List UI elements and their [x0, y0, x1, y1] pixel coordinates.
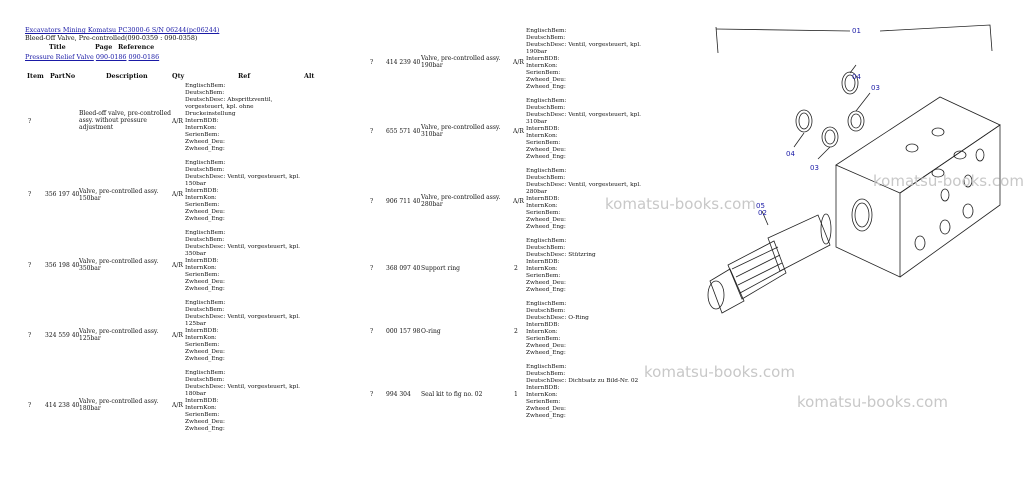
- row-info: EnglischBem:DeutschBem: DeutschDesc: Ven…: [185, 370, 301, 432]
- row-info: EnglischBem:DeutschBem: DeutschDesc: Dic…: [526, 364, 639, 419]
- ref-cell: A/R: [513, 198, 524, 205]
- row-info: EnglischBem:DeutschBem: DeutschDesc: O-R…: [526, 301, 589, 356]
- row-info: EnglischBem:DeutschBem: DeutschDesc: Stü…: [526, 238, 596, 293]
- description-cell: O-ring: [421, 328, 441, 335]
- link-pressure-relief-valve[interactable]: Pressure Relief Valve: [25, 53, 94, 61]
- item-cell: ?: [28, 332, 32, 339]
- item-cell: ?: [28, 118, 32, 125]
- watermark: komatsu-books.com: [797, 393, 948, 411]
- description-cell: Valve, pre-controlled assy. 350bar: [79, 258, 159, 272]
- col-description: Description: [106, 72, 148, 80]
- qty-cell: 1: [514, 391, 518, 398]
- item-cell: ?: [370, 391, 374, 398]
- col-partno: PartNo: [50, 72, 76, 80]
- callout-03-left: 03: [810, 164, 819, 172]
- col-item: Item: [27, 72, 44, 80]
- row-info: EnglischBem:DeutschBem: DeutschDesc: Ven…: [526, 168, 642, 230]
- col-alt: Alt: [304, 72, 315, 80]
- item-cell: ?: [370, 59, 374, 66]
- item-cell: ?: [28, 191, 32, 198]
- item-cell: ?: [370, 128, 374, 135]
- description-cell: Support ring: [421, 265, 460, 272]
- qty-cell: 2: [514, 265, 518, 272]
- breadcrumb-link[interactable]: Excavators Mining Komatsu PC3000-6 S/N 0…: [25, 26, 220, 34]
- col-qty: Qty: [172, 72, 185, 80]
- breadcrumb[interactable]: Excavators Mining Komatsu PC3000-6 S/N 0…: [25, 26, 219, 34]
- ring-04-left: [795, 109, 813, 133]
- watermark: komatsu-books.com: [605, 195, 756, 213]
- cartridge-nut: [709, 268, 745, 314]
- partno-cell: 414 238 40: [45, 402, 80, 409]
- reference-links: Pressure Relief Valve 090-0186 090-0186: [25, 53, 159, 61]
- link-page[interactable]: 090-0186: [95, 53, 127, 61]
- row-info: EnglischBem:DeutschBem: DeutschDesc: Ven…: [185, 300, 301, 362]
- reference-label: Reference: [118, 43, 155, 51]
- item-cell: ?: [370, 265, 374, 272]
- row-info: EnglischBem:DeutschBem: DeutschDesc: Ven…: [526, 98, 642, 160]
- callout-03-top: 03: [871, 84, 880, 92]
- callout-04-top: 04: [852, 73, 861, 81]
- partno-cell: 324 559 40: [45, 332, 80, 339]
- bracket-left: [715, 26, 719, 54]
- page-label: Page: [95, 43, 113, 51]
- item-cell: ?: [370, 328, 374, 335]
- description-cell: Valve, pre-controlled assy. 310bar: [421, 124, 501, 138]
- description-cell: Valve, pre-controlled assy. 180bar: [79, 398, 159, 412]
- cartridge-thread: [727, 240, 787, 300]
- qty-cell: 2: [514, 328, 518, 335]
- ref-cell: A/R: [172, 118, 183, 125]
- callout-02: 02: [758, 209, 767, 217]
- block-front: [835, 165, 901, 278]
- callout-05: 05: [756, 202, 765, 210]
- ref-cell: A/R: [172, 332, 183, 339]
- bracket-line: [715, 24, 993, 52]
- partno-cell: 000 157 98: [386, 328, 421, 335]
- callout-04-left: 04: [786, 150, 795, 158]
- exploded-diagram: 01 04 03 04 03 05 02: [707, 24, 1001, 314]
- page-subtitle: Bleed-Off Valve, Pre-controlled(090-0359…: [25, 34, 198, 42]
- ref-cell: A/R: [172, 262, 183, 269]
- row-info: EnglischBem:DeutschBem: DeutschDesc: Ven…: [185, 160, 301, 222]
- description-cell: Valve, pre-controlled assy. 150bar: [79, 188, 159, 202]
- partno-cell: 655 571 40: [386, 128, 421, 135]
- link-reference[interactable]: 090-0186: [128, 53, 160, 61]
- watermark: komatsu-books.com: [644, 363, 795, 381]
- cartridge-body: [767, 214, 831, 272]
- callout-01: 01: [852, 27, 861, 35]
- title-label: Title: [49, 43, 66, 51]
- ref-cell: A/R: [172, 402, 183, 409]
- partno-cell: 356 198 40: [45, 262, 80, 269]
- ref-cell: A/R: [513, 59, 524, 66]
- ref-cell: A/R: [513, 128, 524, 135]
- ring-04-top: [841, 71, 859, 95]
- row-info: EnglischBem:DeutschBem: DeutschDesc: Ven…: [185, 230, 301, 292]
- partno-cell: 994 304: [386, 391, 411, 398]
- item-cell: ?: [370, 198, 374, 205]
- description-cell: Seal kit to fig no. 02: [421, 391, 483, 398]
- description-cell: Bleed-off valve, pre-controlled assy. wi…: [79, 110, 171, 131]
- partno-cell: 368 097 40: [386, 265, 421, 272]
- row-info: EnglischBem:DeutschBem: DeutschDesc: Abs…: [185, 83, 273, 152]
- ref-cell: A/R: [172, 191, 183, 198]
- watermark: komatsu-books.com: [873, 172, 1024, 190]
- partno-cell: 356 197 40: [45, 191, 80, 198]
- partno-cell: 906 711 40: [386, 198, 421, 205]
- item-cell: ?: [28, 402, 32, 409]
- partno-cell: 414 239 40: [386, 59, 421, 66]
- item-cell: ?: [28, 262, 32, 269]
- block-side: [899, 124, 1001, 278]
- col-ref: Ref: [238, 72, 251, 80]
- description-cell: Valve, pre-controlled assy. 190bar: [421, 55, 501, 69]
- row-info: EnglischBem:DeutschBem: DeutschDesc: Ven…: [526, 28, 642, 90]
- description-cell: Valve, pre-controlled assy. 125bar: [79, 328, 159, 342]
- description-cell: Valve, pre-controlled assy. 280bar: [421, 194, 501, 208]
